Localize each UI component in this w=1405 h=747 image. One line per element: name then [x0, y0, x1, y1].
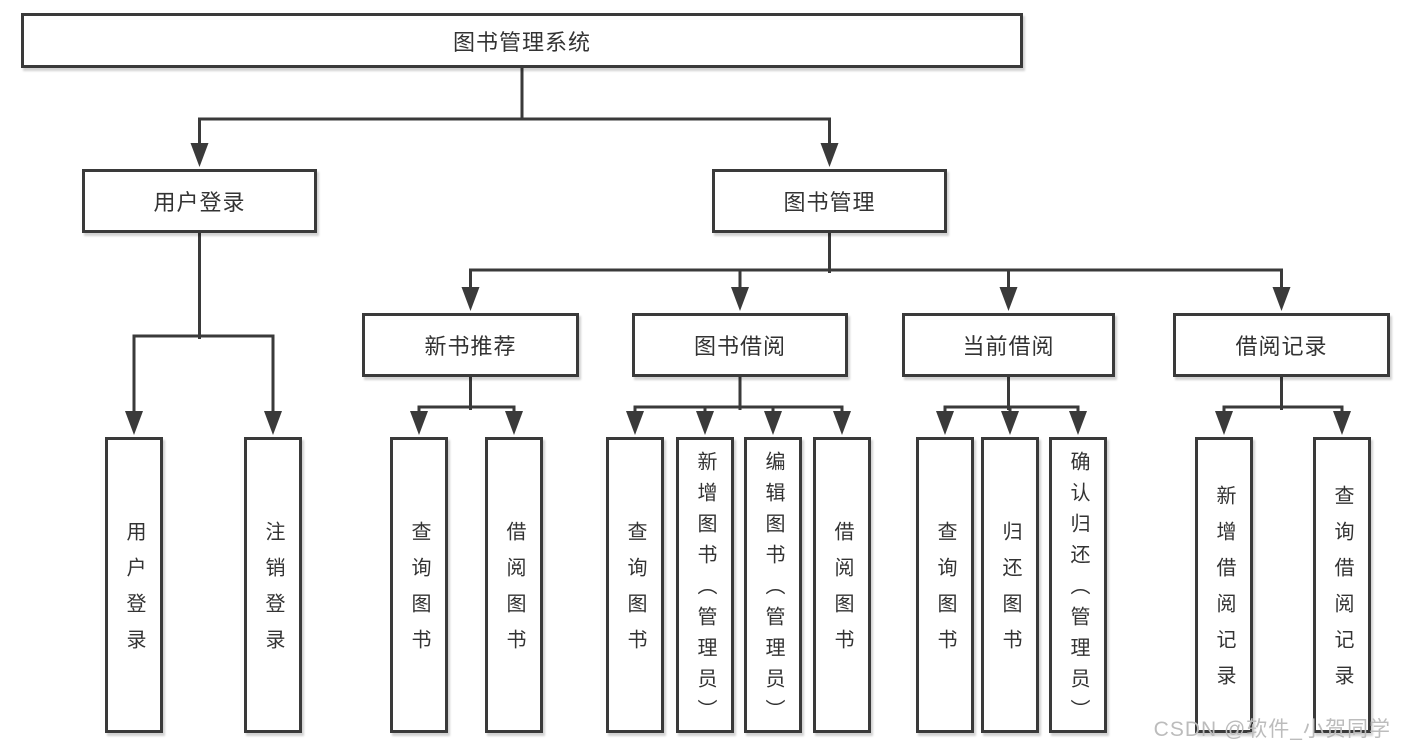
leaf-add-borrow-record: 新增借阅记录	[1195, 437, 1253, 733]
leaf-confirm-return-admin: 确认归还（管理员）	[1049, 437, 1107, 733]
node-book-management-label: 图书管理	[783, 190, 876, 215]
leaf-logout: 注销登录	[244, 437, 302, 733]
leaf-query-borrow-record-label: 查询借阅记录	[1331, 485, 1353, 701]
node-book-management: 图书管理	[712, 169, 947, 233]
leaf-logout-label: 注销登录	[262, 521, 284, 665]
leaf-current-query-books-label: 查询图书	[934, 521, 956, 665]
node-root: 图书管理系统	[21, 13, 1023, 68]
node-user-login: 用户登录	[82, 169, 317, 233]
node-new-book-recommendation: 新书推荐	[362, 313, 579, 377]
leaf-add-book-admin-label: 新增图书（管理员）	[694, 450, 716, 730]
leaf-newrec-borrow-books-label: 借阅图书	[503, 521, 525, 665]
csdn-watermark: CSDN @软件_小贺同学	[1153, 718, 1391, 741]
leaf-add-book-admin: 新增图书（管理员）	[676, 437, 734, 733]
node-borrowing-records: 借阅记录	[1173, 313, 1390, 377]
leaf-borrowing-query-books-label: 查询图书	[624, 521, 646, 665]
node-user-login-label: 用户登录	[153, 190, 246, 215]
leaf-query-borrow-record: 查询借阅记录	[1313, 437, 1371, 733]
leaf-borrowing-borrow-books: 借阅图书	[813, 437, 871, 733]
leaf-newrec-query-books-label: 查询图书	[408, 521, 430, 665]
node-new-book-recommendation-label: 新书推荐	[424, 334, 517, 359]
leaf-current-query-books: 查询图书	[916, 437, 974, 733]
leaf-newrec-query-books: 查询图书	[390, 437, 448, 733]
leaf-return-books: 归还图书	[981, 437, 1039, 733]
leaf-borrowing-borrow-books-label: 借阅图书	[831, 521, 853, 665]
node-book-borrowing-label: 图书借阅	[693, 334, 786, 359]
leaf-add-borrow-record-label: 新增借阅记录	[1213, 485, 1235, 701]
leaf-return-books-label: 归还图书	[999, 521, 1021, 665]
node-current-borrowing-label: 当前借阅	[962, 334, 1055, 359]
leaf-borrowing-query-books: 查询图书	[606, 437, 664, 733]
node-borrowing-records-label: 借阅记录	[1235, 334, 1328, 359]
leaf-newrec-borrow-books: 借阅图书	[485, 437, 543, 733]
node-current-borrowing: 当前借阅	[902, 313, 1115, 377]
leaf-edit-book-admin-label: 编辑图书（管理员）	[762, 450, 784, 730]
leaf-edit-book-admin: 编辑图书（管理员）	[744, 437, 802, 733]
leaf-user-login-label: 用户登录	[123, 521, 145, 665]
leaf-user-login: 用户登录	[105, 437, 163, 733]
arrowheads	[125, 143, 1351, 435]
node-book-borrowing: 图书借阅	[632, 313, 848, 377]
node-root-label: 图书管理系统	[452, 29, 591, 55]
leaf-confirm-return-admin-label: 确认归还（管理员）	[1067, 450, 1089, 730]
